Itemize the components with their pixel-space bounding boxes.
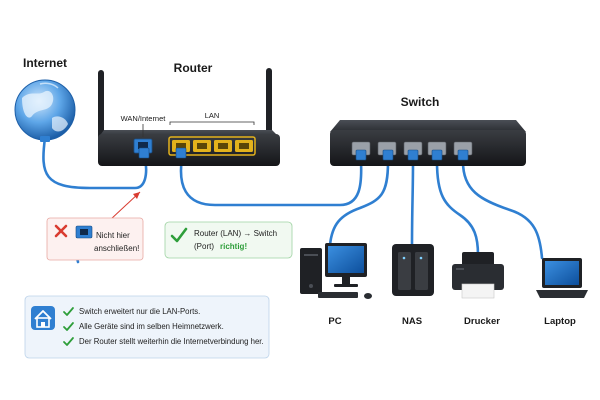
switch-label: Switch [401, 95, 440, 109]
router-antenna-right [266, 68, 272, 140]
cable-switch-pc [328, 160, 390, 247]
correct-note-prefix: (Port) [194, 242, 214, 251]
switch-plugs [355, 149, 469, 161]
nas-icon [392, 244, 434, 296]
lan-label: LAN [205, 111, 220, 120]
desktop-pc-icon [300, 243, 372, 299]
correct-note-line1: Router (LAN) → Switch [194, 229, 277, 238]
wrong-note-line1: Nicht hier [96, 231, 130, 240]
device-label-printer: Drucker [464, 316, 500, 327]
info-item-1: Switch erweitert nur die LAN-Ports. [79, 307, 200, 316]
info-box: Switch erweitert nur die LAN-Ports. Alle… [24, 295, 270, 359]
lan-plug [175, 147, 187, 159]
cable-internet-wan [42, 136, 148, 190]
printer-icon [452, 252, 504, 299]
wan-plug [138, 147, 150, 159]
wan-label: WAN/Internet [121, 114, 167, 123]
info-box-frame [24, 295, 270, 359]
cable-router-switch [179, 156, 363, 207]
info-item-3: Der Router stellt weiterhin die Internet… [79, 337, 264, 346]
router-label: Router [174, 61, 213, 75]
globe-connector [40, 136, 50, 142]
cable-switch-printer [435, 160, 480, 257]
info-check-1 [63, 307, 74, 316]
cable-switch-laptop [461, 160, 544, 260]
wrong-note-line2: anschließen! [94, 244, 139, 253]
switch [330, 120, 526, 166]
correct-note: Router (LAN) → Switch (Port) richtig! [164, 221, 293, 259]
cables [42, 136, 544, 264]
red-x-icon [54, 224, 68, 238]
router [98, 68, 280, 166]
device-label-nas: NAS [402, 316, 422, 327]
wrong-note-box [46, 217, 144, 261]
router-antenna-left [98, 70, 104, 140]
device-label-laptop: Laptop [544, 316, 576, 327]
home-network-icon [31, 306, 55, 330]
wrong-arrow [109, 191, 141, 221]
internet-label: Internet [23, 56, 67, 70]
device-label-pc: PC [328, 316, 341, 327]
info-check-2 [63, 322, 74, 331]
green-check-icon [170, 227, 188, 243]
correct-note-highlight: richtig! [220, 242, 247, 251]
switch-top [330, 120, 526, 132]
cable-switch-nas [410, 160, 415, 247]
correct-note-box [164, 221, 293, 259]
wrong-note: Nicht hier anschließen! [46, 191, 144, 261]
info-item-2: Alle Geräte sind im selben Heimnetzwerk. [79, 322, 224, 331]
info-check-3 [63, 337, 74, 346]
correct-note-line2: (Port) richtig! [194, 242, 247, 251]
laptop-icon [536, 258, 588, 298]
internet-globe [14, 79, 76, 142]
lan-port-group [168, 136, 256, 156]
